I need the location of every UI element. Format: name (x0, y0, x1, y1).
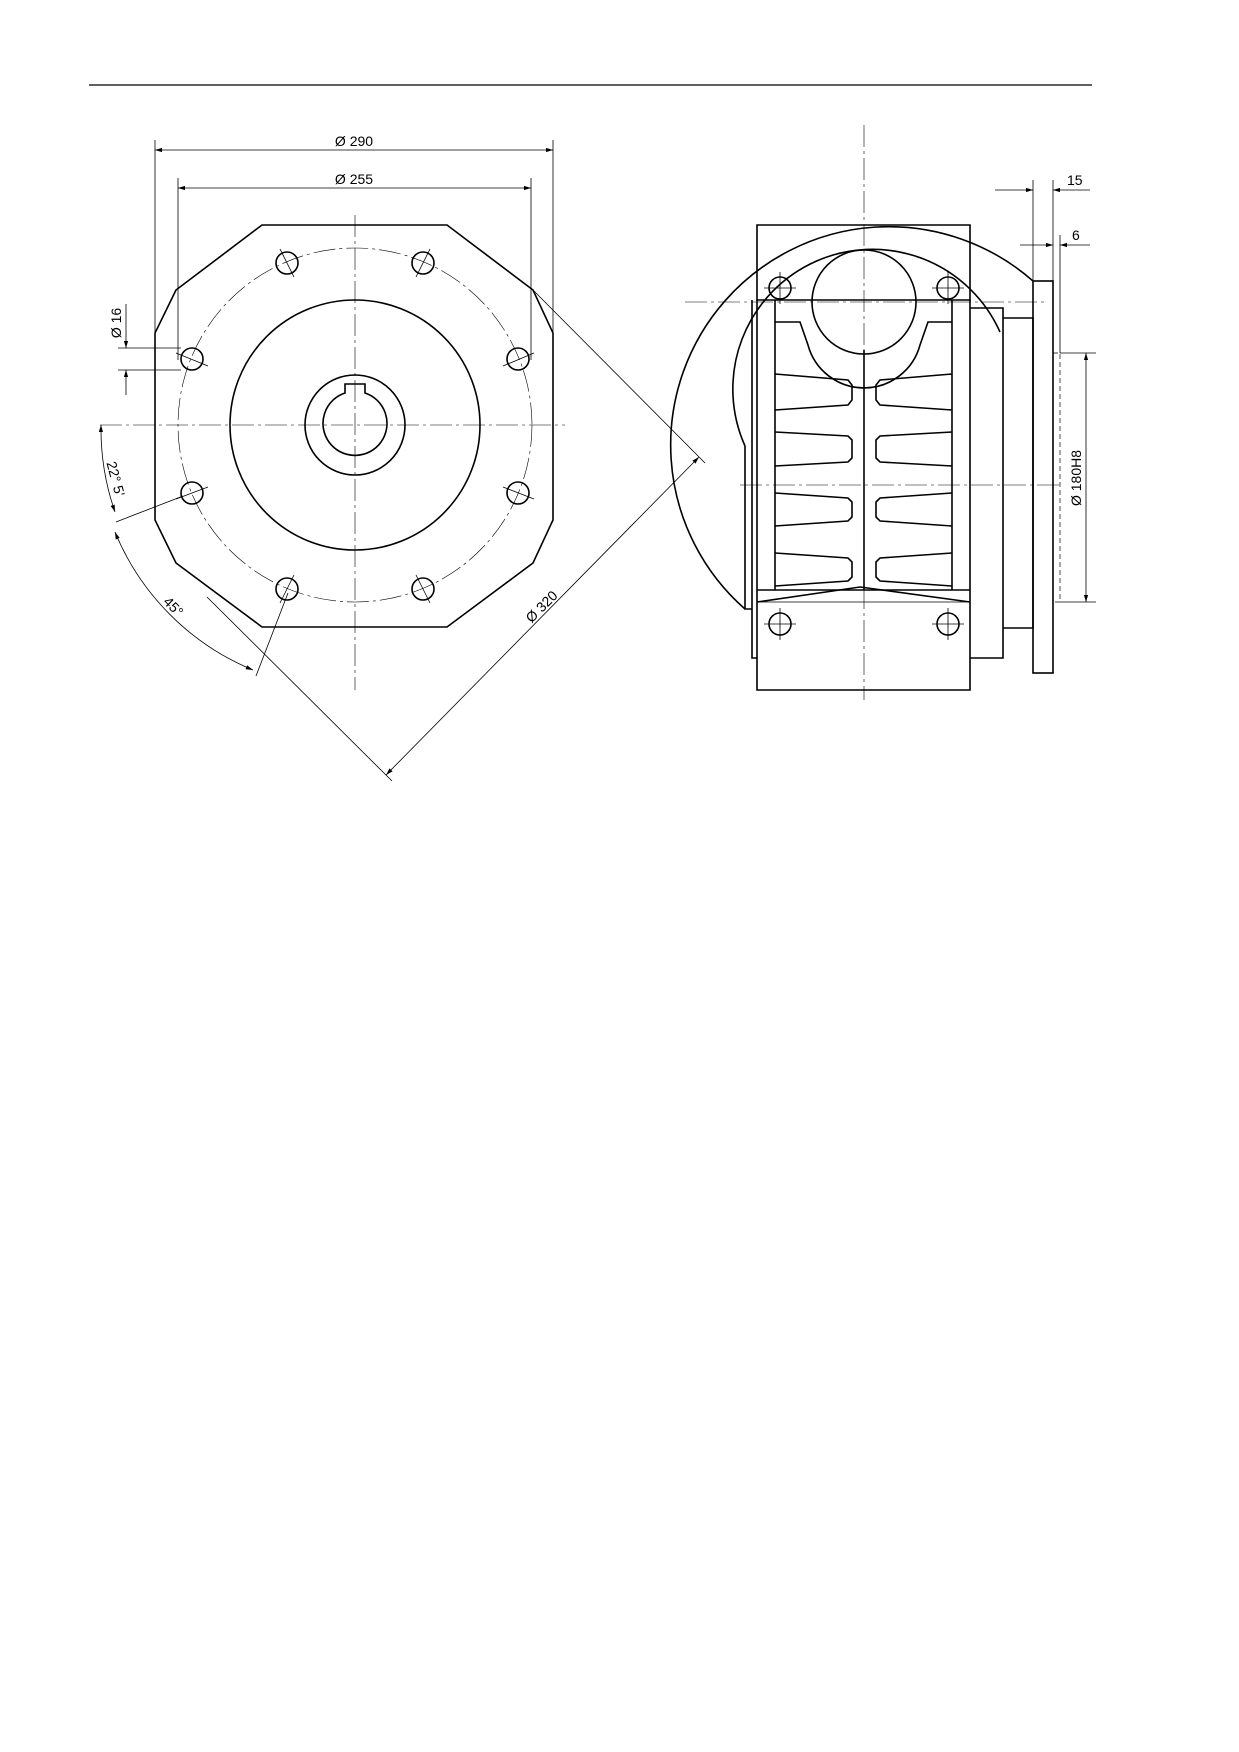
lower-block (756, 586, 971, 603)
bolt-hole (275, 574, 299, 604)
bolt-hole (502, 347, 535, 371)
dim-spigot-label: 6 (1072, 227, 1080, 243)
rear-plate (744, 446, 752, 610)
flange-outline (154, 224, 554, 628)
dim-outer-diameter: Ø 290 (154, 133, 554, 333)
centring-spigot (229, 299, 481, 551)
bolt-hole (275, 248, 299, 278)
dim-offset-angle: 22° 5' (98, 424, 184, 523)
body-right-step (970, 307, 1004, 659)
dim-bolt-circle-label: Ø 255 (335, 171, 373, 187)
dim-pitch-angle: 45° (114, 531, 289, 677)
wheel-housing-inner-arc (732, 248, 1001, 447)
wheel-housing-outer-arc (669, 225, 1034, 610)
bolt-hole (502, 481, 535, 505)
dim-pitch-angle-label: 45° (160, 593, 186, 619)
dim-hole-diameter-label: Ø 16 (108, 308, 124, 339)
dim-pilot-diameter-label: Ø 180H8 (1068, 450, 1084, 506)
dim-hole-diameter: Ø 16 (108, 304, 181, 395)
dim-spigot: 6 (1020, 227, 1090, 353)
upper-block (756, 224, 971, 301)
bolt-hole (764, 272, 796, 304)
rear-plate-2 (751, 300, 757, 659)
dim-outer-diameter-label: Ø 290 (335, 133, 373, 149)
flange-step (1003, 317, 1034, 629)
bolt-hole (764, 608, 796, 640)
dim-offset-angle-label: 22° 5' (104, 459, 129, 497)
dim-pilot-diameter: Ø 180H8 (1060, 352, 1096, 603)
bolt-hole (932, 608, 964, 640)
bolt-hole (411, 248, 435, 278)
bolt-hole (175, 347, 209, 371)
bolt-hole (411, 574, 435, 604)
housing-ribs (774, 350, 953, 590)
bolt-circle (177, 247, 533, 603)
dim-flange-thickness: 15 (995, 172, 1090, 281)
dim-diagonal-label: Ø 320 (522, 587, 560, 625)
pilot-spigot-hidden (1053, 352, 1061, 603)
shaft-bore-outer (304, 374, 406, 476)
dim-bolt-circle: Ø 255 (177, 171, 532, 360)
bolt-hole (932, 272, 964, 304)
side-bolt-holes (764, 272, 964, 640)
bolt-hole (175, 481, 209, 505)
dim-diagonal: Ø 320 (206, 289, 706, 782)
dim-flange-thickness-label: 15 (1067, 172, 1083, 188)
output-flange (1032, 280, 1054, 674)
shaft-bore-keyway (322, 383, 388, 457)
flange-view: Ø 290 Ø 255 Ø 16 22° 5' 45° (98, 133, 706, 782)
side-view: 15 6 Ø 180H8 (669, 125, 1096, 700)
body-left-wall (756, 300, 971, 691)
